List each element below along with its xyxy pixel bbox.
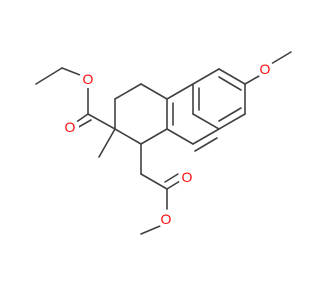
bond	[218, 76, 242, 91]
atom-label: O	[83, 71, 94, 87]
bond	[140, 128, 168, 145]
bond	[218, 68, 246, 85]
bond	[98, 128, 116, 158]
atom-labels: O O O O O	[61, 60, 274, 228]
atom-o-ester-single: O	[79, 70, 97, 88]
bond	[35, 67, 63, 85]
bond	[218, 107, 242, 122]
bond	[192, 128, 220, 145]
bond	[218, 113, 246, 130]
bond	[76, 119, 92, 129]
bond	[270, 51, 292, 65]
bond	[192, 113, 220, 130]
bond	[192, 68, 220, 85]
atom-o-methoxy: O	[256, 60, 274, 78]
bond	[140, 173, 168, 190]
bond	[114, 128, 142, 145]
atom-label: O	[161, 211, 172, 227]
atom-label: O	[65, 119, 76, 135]
bond	[87, 113, 116, 130]
structure-diagram: O O O O O	[35, 51, 292, 235]
bond	[166, 128, 194, 145]
bond	[166, 180, 181, 190]
bond	[194, 137, 218, 152]
atom-label: O	[182, 169, 193, 185]
bonds	[35, 51, 292, 235]
atom-o-side-single: O	[157, 210, 175, 228]
atom-o-side-carbonyl: O	[178, 168, 196, 186]
bond	[164, 173, 179, 183]
bond	[61, 67, 81, 76]
atom-label: O	[260, 61, 271, 77]
bond	[166, 83, 194, 100]
bond	[244, 75, 260, 85]
bond	[140, 83, 168, 100]
atom-o-ester-carbonyl: O	[61, 118, 79, 136]
bond	[114, 83, 142, 100]
bond	[74, 113, 89, 124]
bond	[140, 225, 161, 235]
